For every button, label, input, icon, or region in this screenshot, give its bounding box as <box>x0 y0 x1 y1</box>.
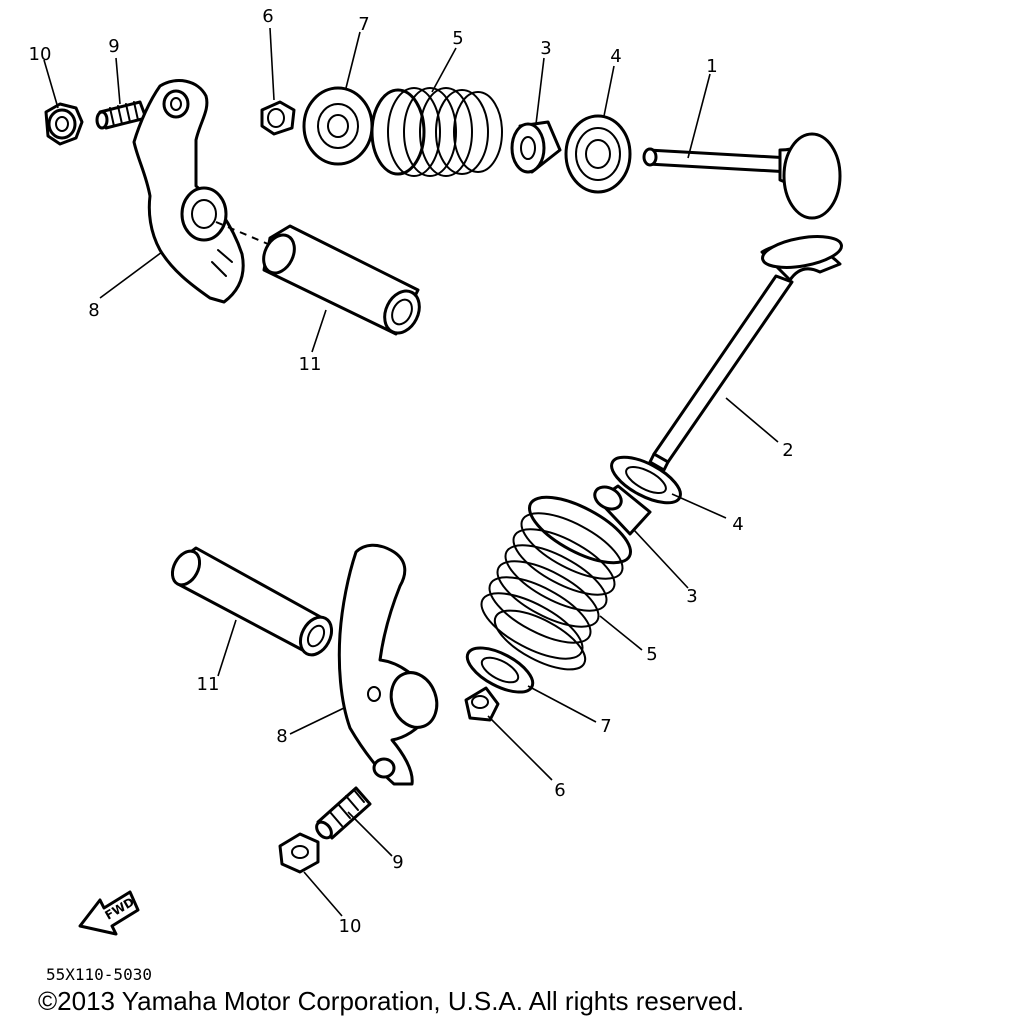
callout-7-lower: 7 <box>600 716 611 737</box>
diagram-code: 55X110-5030 <box>46 965 152 984</box>
part-rocker-arm-lower <box>337 543 439 786</box>
forward-arrow-icon: FWD <box>78 890 140 936</box>
part-cotter-top <box>260 100 296 136</box>
copyright-notice: ©2013 Yamaha Motor Corporation, U.S.A. A… <box>38 986 745 1016</box>
part-rocker-shaft-lower <box>170 546 334 657</box>
callout-5-lower: 5 <box>646 644 657 665</box>
callout-8-lower: 8 <box>276 726 287 747</box>
part-stem-seal-lower <box>593 484 652 536</box>
callout-10-top: 10 <box>29 44 52 65</box>
part-spring-seat-top <box>564 114 632 194</box>
callout-4-lower: 4 <box>732 514 743 535</box>
callout-9-lower: 9 <box>392 852 403 873</box>
callout-11-lower: 11 <box>197 674 220 695</box>
callout-6-top: 6 <box>262 6 273 27</box>
callout-5-top: 5 <box>452 28 463 49</box>
leader-lines <box>43 27 779 917</box>
callout-4-top: 4 <box>610 46 621 67</box>
callout-3-lower: 3 <box>686 586 697 607</box>
part-rocker-arm-top <box>132 79 245 304</box>
callout-8-top: 8 <box>88 300 99 321</box>
callout-7-top: 7 <box>358 14 369 35</box>
part-retainer-top <box>302 86 374 166</box>
part-rocker-shaft-top <box>262 224 421 336</box>
part-nut-top <box>44 102 84 146</box>
callout-1-top: 1 <box>706 56 717 77</box>
part-spring-top <box>370 87 503 177</box>
part-retainer-lower <box>465 646 535 694</box>
part-adjust-screw-top <box>95 100 148 130</box>
part-cotter-lower <box>464 686 500 722</box>
part-adjust-screw-lower <box>315 786 372 840</box>
callout-3-top: 3 <box>540 38 551 59</box>
callout-11-top: 11 <box>299 354 322 375</box>
part-nut-lower <box>278 832 320 874</box>
part-stem-seal-top <box>510 120 562 174</box>
callout-10-lower: 10 <box>339 916 362 937</box>
callout-9-top: 9 <box>108 36 119 57</box>
part-valve-lower <box>648 235 843 472</box>
callout-2-lower: 2 <box>782 440 793 461</box>
part-spring-lower <box>480 495 633 671</box>
part-valve-top <box>642 132 842 220</box>
callout-6-lower: 6 <box>554 780 565 801</box>
